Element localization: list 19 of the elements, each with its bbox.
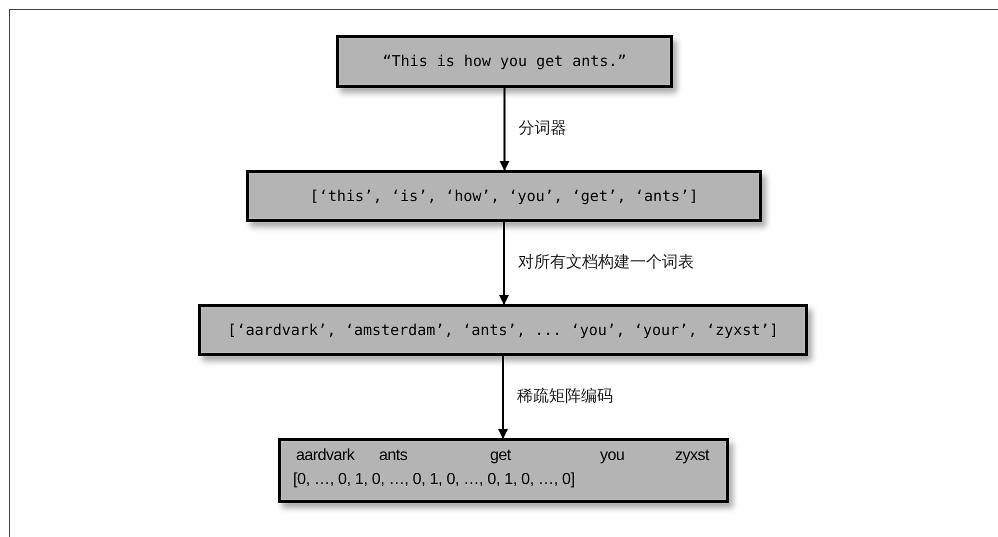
vocabulary-word: aardvark (296, 446, 354, 466)
vocabulary-word: ants (379, 446, 408, 466)
arrow (499, 222, 509, 305)
process-box (198, 304, 808, 356)
box-text: “This is how you get ants.” (382, 51, 626, 72)
edge-label: 稀疏矩阵编码 (517, 386, 613, 407)
box-text: [‘aardvark’, ‘amsterdam’, ‘ants’, ... ‘you’, ‘your’, ‘zyxst’] (228, 320, 778, 341)
vocabulary-word: you (600, 446, 624, 466)
arrow (500, 88, 510, 171)
arrow (498, 356, 508, 439)
box-text: [‘this’, ‘is’, ‘how’, ‘you’, ‘get’, ‘ants’] (310, 186, 698, 207)
vocabulary-word: get (490, 446, 511, 466)
edge-label: 分词器 (518, 119, 566, 139)
vocabulary-word: zyxst (675, 446, 709, 466)
process-box (336, 35, 673, 88)
edge-label: 对所有文档构建一个词表 (518, 252, 694, 273)
process-box (278, 438, 729, 503)
vector-text: [0, …, 0, 1, 0, …, 0, 1, 0, …, 0, 1, 0, …, 0] (293, 470, 575, 490)
process-box (246, 170, 762, 222)
